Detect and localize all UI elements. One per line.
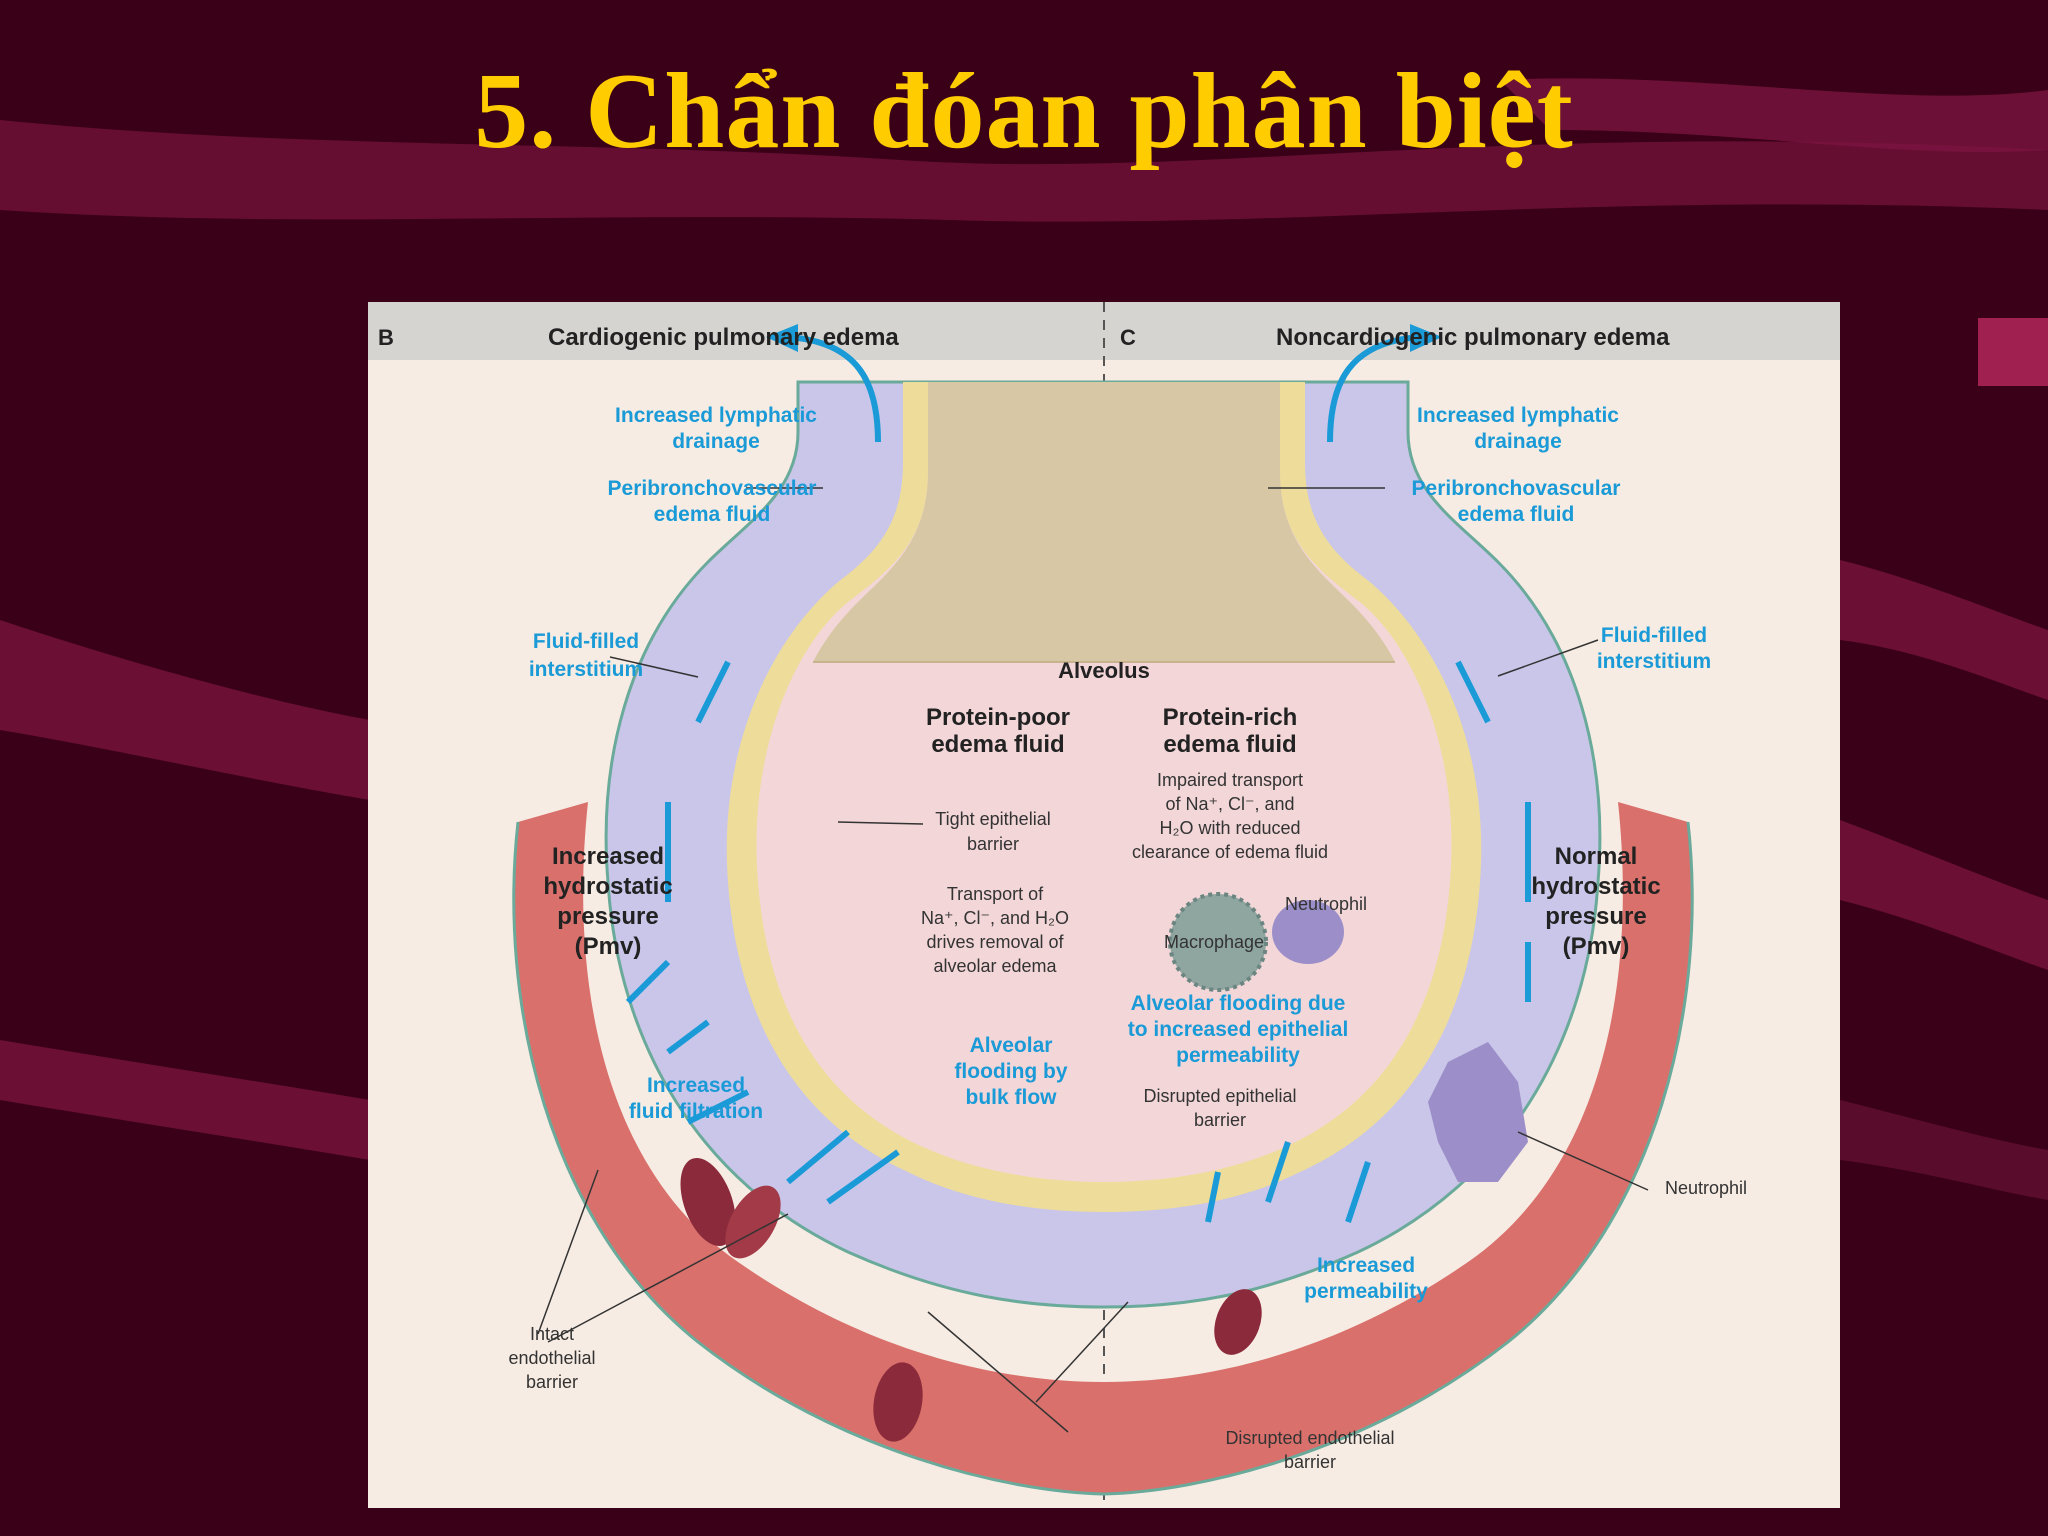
left-peri-label-1: Peribronchovascular bbox=[608, 477, 817, 500]
right-disrupted-epi-label-1: Disrupted epithelial bbox=[1143, 1086, 1296, 1106]
left-filtration-label-1: Increased bbox=[647, 1074, 745, 1097]
red-blood-cell bbox=[680, 1158, 736, 1246]
right-flood-label-2: to increased epithelial bbox=[1128, 1018, 1349, 1041]
arrowheads-left bbox=[766, 324, 798, 352]
left-transport-label-4: alveolar edema bbox=[933, 956, 1057, 976]
left-transport-label-3: drives removal of bbox=[926, 932, 1064, 952]
right-peri-label-1: Peribronchovascular bbox=[1412, 477, 1621, 500]
right-impaired-label-1: Impaired transport bbox=[1157, 770, 1303, 790]
neutrophil-outer-cell bbox=[1428, 1042, 1528, 1182]
left-intact-label-3: barrier bbox=[526, 1372, 578, 1392]
left-intact-label-2: endothelial bbox=[508, 1348, 595, 1368]
panel-letter-b: B bbox=[378, 325, 394, 350]
edema-diagram: B Cardiogenic pulmonary edema C Noncardi… bbox=[368, 302, 1840, 1508]
right-protein-label-1: Protein-rich bbox=[1163, 704, 1298, 731]
left-peri-label-2: edema fluid bbox=[654, 503, 771, 526]
right-flood-label-3: permeability bbox=[1176, 1044, 1300, 1067]
right-peri-label-2: edema fluid bbox=[1458, 503, 1575, 526]
blood-vessel bbox=[513, 802, 1693, 1494]
panel-title-left: Cardiogenic pulmonary edema bbox=[548, 324, 899, 351]
slide-title: 5. Chẩn đóan phân biệt bbox=[474, 52, 1574, 171]
arrows-right bbox=[1205, 334, 1531, 1223]
left-filtration-label-2: fluid filtration bbox=[629, 1100, 763, 1123]
right-flood-label-1: Alveolar flooding due bbox=[1131, 992, 1346, 1015]
leader-lines bbox=[537, 487, 1649, 1433]
right-lymph-label-1: Increased lymphatic bbox=[1417, 404, 1619, 427]
right-pressure-label-2: hydrostatic bbox=[1531, 873, 1660, 900]
panel-title-right: Noncardiogenic pulmonary edema bbox=[1276, 324, 1670, 351]
red-blood-cell bbox=[1214, 1289, 1262, 1355]
left-pressure-label-1: Increased bbox=[552, 843, 664, 870]
right-disrupted-endo-label-2: barrier bbox=[1284, 1452, 1336, 1472]
left-flood-label-2: flooding by bbox=[954, 1060, 1067, 1083]
red-blood-cell bbox=[873, 1362, 923, 1442]
left-pressure-label-4: (Pmv) bbox=[575, 933, 642, 960]
right-neutrophil-outer-label: Neutrophil bbox=[1665, 1178, 1747, 1198]
left-transport-label-1: Transport of bbox=[947, 884, 1044, 904]
arrowheads-right bbox=[1410, 324, 1442, 352]
right-pressure-label-1: Normal bbox=[1555, 843, 1638, 870]
left-intact-label-1: Intact bbox=[530, 1324, 574, 1344]
alveolus-label: Alveolus bbox=[1058, 658, 1150, 683]
right-impaired-label-4: clearance of edema fluid bbox=[1132, 842, 1328, 862]
neutrophil-inner-cell bbox=[1272, 900, 1344, 964]
right-macrophage-label: Macrophage bbox=[1164, 932, 1264, 952]
right-protein-label-2: edema fluid bbox=[1163, 731, 1296, 758]
right-impaired-label-3: H₂O with reduced bbox=[1159, 818, 1300, 838]
alveolus-air bbox=[813, 382, 1395, 662]
left-flood-label-1: Alveolar bbox=[970, 1034, 1053, 1057]
right-pressure-label-4: (Pmv) bbox=[1563, 933, 1630, 960]
right-neutrophil-inner-label: Neutrophil bbox=[1285, 894, 1367, 914]
left-fluid-int-label-2: interstitium bbox=[529, 658, 643, 681]
right-fluid-int-label-1: Fluid-filled bbox=[1601, 624, 1707, 647]
left-lymph-label-2: drainage bbox=[672, 430, 760, 453]
right-perm-label-2: permeability bbox=[1304, 1280, 1428, 1303]
right-impaired-label-2: of Na⁺, Cl⁻, and bbox=[1165, 794, 1294, 814]
left-transport-label-2: Na⁺, Cl⁻, and H₂O bbox=[921, 908, 1069, 928]
right-perm-label-1: Increased bbox=[1317, 1254, 1415, 1277]
left-tight-label-1: Tight epithelial bbox=[935, 809, 1050, 829]
panel-letter-c: C bbox=[1120, 325, 1136, 350]
left-tight-label-2: barrier bbox=[967, 834, 1019, 854]
left-protein-label-1: Protein-poor bbox=[926, 704, 1070, 731]
left-fluid-int-label-1: Fluid-filled bbox=[533, 630, 639, 653]
right-pressure-label-3: pressure bbox=[1545, 903, 1646, 930]
left-pressure-label-3: pressure bbox=[557, 903, 658, 930]
macrophage-cell bbox=[1168, 892, 1268, 992]
arrows-left bbox=[625, 334, 900, 1205]
left-protein-label-2: edema fluid bbox=[931, 731, 1064, 758]
left-pressure-label-2: hydrostatic bbox=[543, 873, 672, 900]
right-lymph-label-2: drainage bbox=[1474, 430, 1562, 453]
edema-figure: B Cardiogenic pulmonary edema C Noncardi… bbox=[368, 302, 1840, 1508]
right-disrupted-epi-label-2: barrier bbox=[1194, 1110, 1246, 1130]
right-disrupted-endo-label-1: Disrupted endothelial bbox=[1225, 1428, 1394, 1448]
right-fluid-int-label-2: interstitium bbox=[1597, 650, 1711, 673]
left-lymph-label-1: Increased lymphatic bbox=[615, 404, 817, 427]
left-flood-label-3: bulk flow bbox=[966, 1086, 1058, 1109]
